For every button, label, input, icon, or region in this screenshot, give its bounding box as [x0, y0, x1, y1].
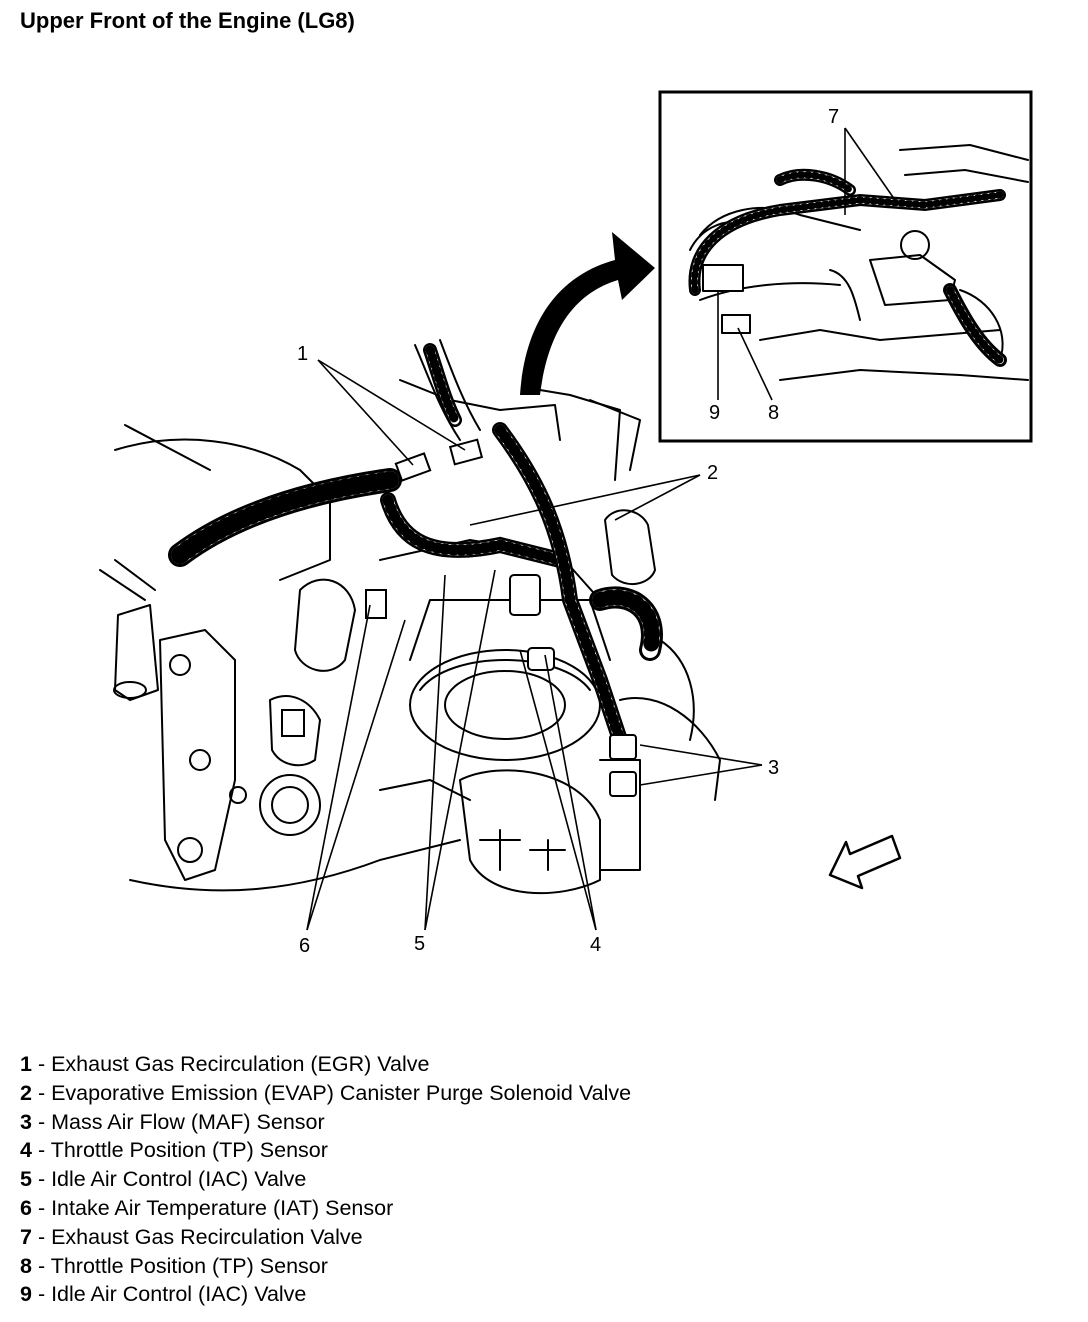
legend-item: 5 - Idle Air Control (IAC) Valve	[20, 1165, 631, 1194]
connectors	[281, 438, 637, 797]
legend-item: 1 - Exhaust Gas Recirculation (EGR) Valv…	[20, 1050, 631, 1079]
callout-8: 8	[768, 402, 779, 424]
inset-illustration	[689, 144, 1029, 381]
legend-text: Throttle Position (TP) Sensor	[50, 1138, 328, 1163]
legend-number: 8	[20, 1253, 32, 1278]
inset-arrow	[520, 232, 655, 395]
inset-harness	[688, 168, 1007, 367]
direction-arrow-icon	[828, 834, 902, 890]
legend-separator: -	[31, 1195, 52, 1220]
legend-item: 6 - Intake Air Temperature (IAT) Sensor	[20, 1194, 631, 1223]
callout-4: 4	[590, 934, 601, 956]
legend-separator: -	[31, 1109, 52, 1134]
legend-text: Idle Air Control (IAC) Valve	[51, 1282, 307, 1307]
legend-text: Evaporative Emission (EVAP) Canister Pur…	[51, 1080, 632, 1105]
legend-text: Idle Air Control (IAC) Valve	[51, 1167, 307, 1192]
page-title: Upper Front of the Engine (LG8)	[20, 8, 355, 33]
legend-separator: -	[31, 1282, 52, 1307]
legend-number: 2	[20, 1080, 32, 1105]
legend-text: Exhaust Gas Recirculation Valve	[51, 1224, 363, 1249]
legend-item: 7 - Exhaust Gas Recirculation Valve	[20, 1223, 631, 1252]
legend-item: 9 - Idle Air Control (IAC) Valve	[20, 1280, 631, 1309]
callout-9: 9	[709, 402, 720, 424]
legend-number: 6	[20, 1195, 32, 1220]
callout-2: 2	[707, 462, 718, 484]
legend-number: 3	[20, 1109, 32, 1134]
legend-number: 1	[20, 1052, 32, 1076]
legend-number: 9	[20, 1282, 32, 1307]
leader-lines	[306, 127, 896, 931]
legend-separator: -	[31, 1080, 52, 1105]
callout-7: 7	[828, 106, 839, 128]
legend-list: 1 - Exhaust Gas Recirculation (EGR) Valv…	[20, 1050, 631, 1309]
legend-separator: -	[31, 1167, 52, 1192]
legend-text: Throttle Position (TP) Sensor	[50, 1253, 328, 1278]
callout-5: 5	[414, 933, 425, 955]
legend-separator: -	[31, 1138, 51, 1163]
legend-item: 2 - Evaporative Emission (EVAP) Canister…	[20, 1079, 631, 1108]
legend-separator: -	[31, 1052, 52, 1076]
engine-illustration	[99, 339, 721, 895]
wiring-harness	[168, 343, 663, 748]
engine-diagram: 1 2 3 4 5 6 7 8 9	[99, 90, 1033, 957]
callout-labels: 1 2 3 4 5 6 7 8 9	[297, 106, 839, 957]
legend-text: Mass Air Flow (MAF) Sensor	[51, 1109, 325, 1134]
legend-item: 8 - Throttle Position (TP) Sensor	[20, 1252, 631, 1281]
legend-item: 3 - Mass Air Flow (MAF) Sensor	[20, 1108, 631, 1137]
legend-separator: -	[31, 1253, 51, 1278]
legend-number: 4	[20, 1138, 32, 1163]
legend-item: 4 - Throttle Position (TP) Sensor	[20, 1136, 631, 1165]
legend-number: 5	[20, 1167, 32, 1192]
legend-number: 7	[20, 1224, 32, 1249]
legend-text: Intake Air Temperature (IAT) Sensor	[51, 1195, 394, 1220]
callout-3: 3	[768, 757, 779, 779]
legend-text: Exhaust Gas Recirculation (EGR) Valve	[51, 1052, 430, 1076]
callout-1: 1	[297, 343, 308, 365]
legend-separator: -	[31, 1224, 52, 1249]
callout-6: 6	[299, 935, 310, 957]
